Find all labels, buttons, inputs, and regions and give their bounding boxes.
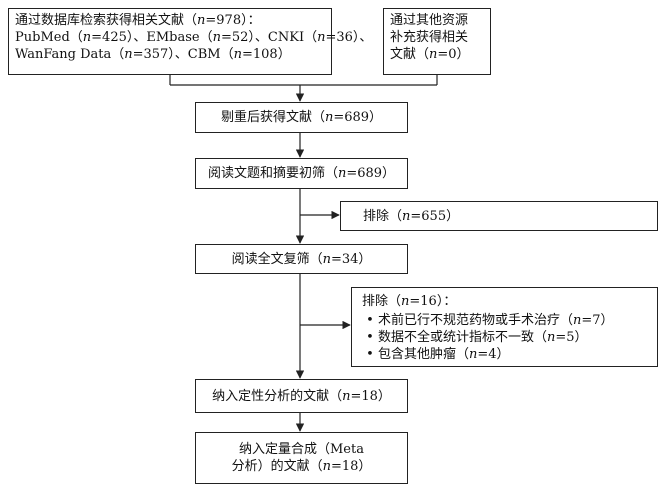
meta-line-1: 纳入定量合成（Meta <box>239 442 364 457</box>
exclusion-1-label: 排除（n=655） <box>363 209 460 224</box>
exclusion-reason-1: 术前已行不规范药物或手术治疗（n=7） <box>362 312 647 329</box>
search-line-1: 通过数据库检索获得相关文献（n=978）： <box>15 13 261 28</box>
exclusion-2-title: 排除（n=16）： <box>362 294 457 309</box>
screen-label: 阅读文题和摘要初筛（n=689） <box>207 166 396 181</box>
meta-line-2: 分析）的文献（n=18） <box>231 459 372 474</box>
qualitative-label: 纳入定性分析的文献（n=18） <box>212 388 391 404</box>
meta-analysis-box: 纳入定量合成（Meta 分析）的文献（n=18） <box>195 432 408 484</box>
fulltext-screen-box: 阅读全文复筛（n=34） <box>195 244 408 274</box>
other-line-1: 通过其他资源 <box>390 13 469 28</box>
exclusion-2-list: 术前已行不规范药物或手术治疗（n=7） 数据不全或统计指标不一致（n=5） 包含… <box>362 312 647 363</box>
qualitative-analysis-box: 纳入定性分析的文献（n=18） <box>195 379 408 413</box>
dedup-box: 剔重后获得文献（n=689） <box>195 102 408 133</box>
search-line-2: PubMed（n=425）、EMbase（n=52）、CNKI（n=36）、 <box>15 30 373 45</box>
search-results-box: 通过数据库检索获得相关文献（n=978）： PubMed（n=425）、EMba… <box>8 8 373 75</box>
search-line-3: WanFang Data（n=357）、CBM（n=108） <box>15 47 291 62</box>
exclusion-reason-3: 包含其他肿瘤（n=4） <box>362 346 647 363</box>
title-abstract-screen-box: 阅读文题和摘要初筛（n=689） <box>195 158 408 189</box>
exclusion-1-box: 排除（n=655） <box>340 201 658 231</box>
dedup-label: 剔重后获得文献（n=689） <box>220 110 383 125</box>
other-sources-box: 通过其他资源 补充获得相关 文献（n=0） <box>383 8 491 75</box>
other-line-2: 补充获得相关 <box>390 30 469 45</box>
fulltext-label: 阅读全文复筛（n=34） <box>231 251 372 267</box>
exclusion-reason-2: 数据不全或统计指标不一致（n=5） <box>362 329 647 346</box>
other-line-3: 文献（n=0） <box>390 47 470 62</box>
exclusion-2-box: 排除（n=16）： 术前已行不规范药物或手术治疗（n=7） 数据不全或统计指标不… <box>351 287 658 367</box>
